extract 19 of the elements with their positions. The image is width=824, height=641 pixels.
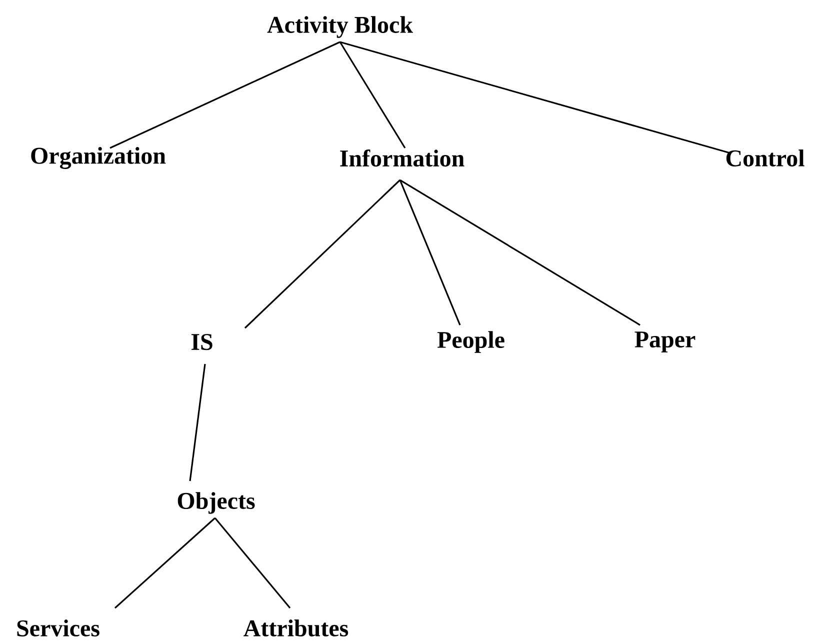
node-label: Attributes xyxy=(244,620,348,636)
node-label: IS xyxy=(191,334,212,350)
connector-line xyxy=(400,179,640,326)
node-label: Activity Block xyxy=(267,16,413,38)
connector-line xyxy=(340,41,730,154)
node-label: Organization xyxy=(31,147,166,169)
connector-line xyxy=(110,41,340,149)
connector-line xyxy=(399,180,461,326)
node-label: People xyxy=(437,331,504,353)
node-label: Paper xyxy=(634,332,696,352)
connector-line xyxy=(214,518,291,609)
node-label: Services xyxy=(17,620,100,636)
connector-line xyxy=(189,364,206,482)
connector-line xyxy=(244,179,401,329)
connector-line xyxy=(114,517,216,609)
node-label: Control xyxy=(726,150,804,166)
node-label: Objects xyxy=(178,492,255,514)
node-label: Information xyxy=(340,149,464,167)
connector-line xyxy=(339,42,406,148)
